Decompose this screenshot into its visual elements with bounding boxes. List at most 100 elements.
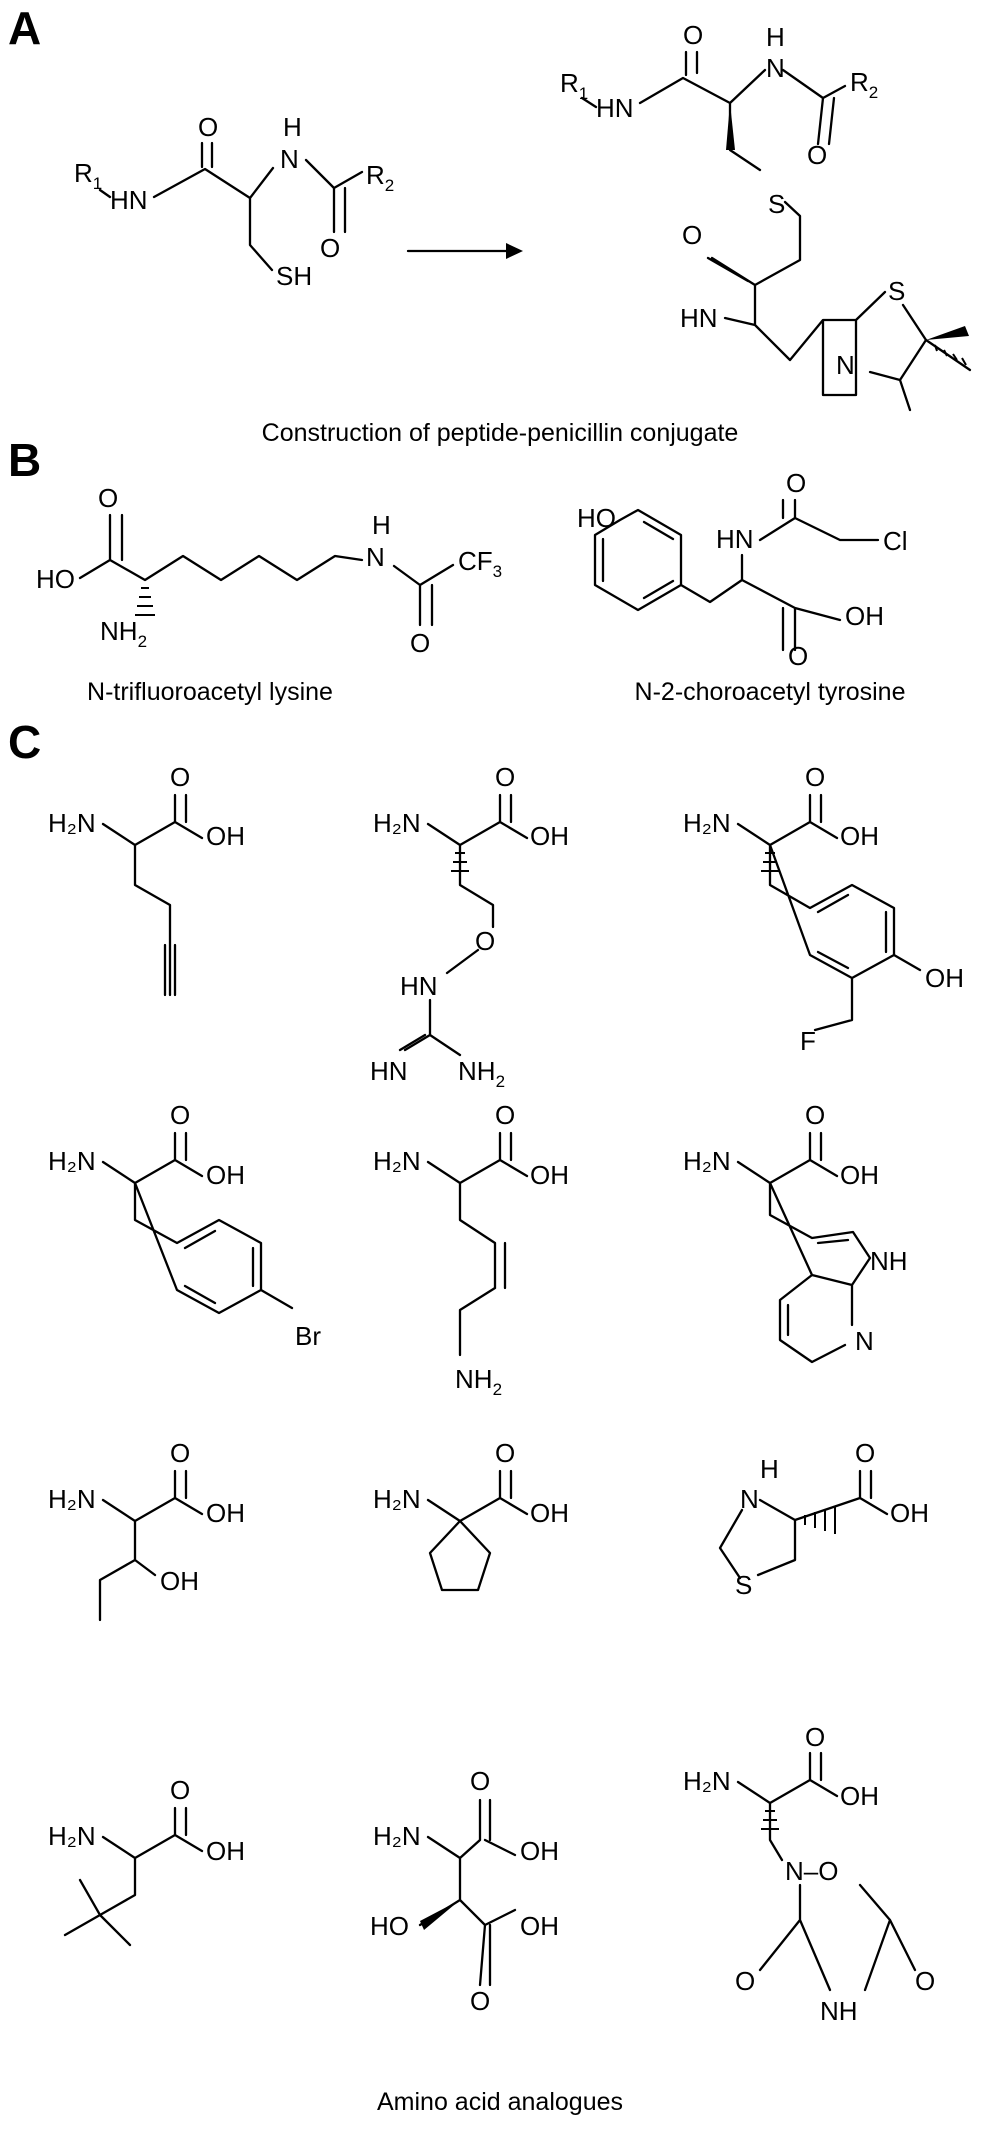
trifluoroacetyl-lysine-structure: O HO NH2 H N CF3 O: [36, 483, 502, 658]
analogue-10: H₂N O OH: [48, 1775, 245, 1947]
m4-br-label: Br: [295, 1321, 321, 1351]
reactant-hn-label: HN: [110, 185, 148, 215]
m12-oh-label: OH: [840, 1781, 879, 1811]
product-r2-label: R2: [850, 67, 878, 102]
analogue-2: H₂N O OH O HN HN NH2: [370, 762, 569, 1091]
m2-o-ether-label: O: [475, 926, 495, 956]
m11-o2-label: O: [470, 1986, 490, 2016]
analogue-12: H₂N O OH N–O O O NH: [683, 1722, 935, 2026]
analogue-11: H₂N O OH HO O OH: [370, 1766, 559, 2016]
tyr-oh-label: OH: [845, 601, 884, 631]
m1-oh-label: OH: [206, 821, 245, 851]
m1-o-label: O: [170, 762, 190, 792]
m8-oh-label: OH: [530, 1498, 569, 1528]
m2-oh-label: OH: [530, 821, 569, 851]
product-o-top-label: O: [683, 20, 703, 50]
tyr-ho-label: HO: [577, 503, 616, 533]
m12-n-o-label: N–O: [785, 1856, 838, 1886]
m10-oh-label: OH: [206, 1836, 245, 1866]
panel-c: C H₂N O OH H₂N O OH O HN HN NH2 H₂N O OH…: [8, 716, 964, 2116]
reactant-n-label: N: [280, 144, 299, 174]
m6-o-label: O: [805, 1100, 825, 1130]
product-nh-h-label: H: [766, 22, 785, 52]
m9-o-label: O: [855, 1438, 875, 1468]
product-n-label: N: [766, 53, 785, 83]
m10-o-label: O: [170, 1775, 190, 1805]
m11-oh2-label: OH: [520, 1911, 559, 1941]
product-ring-n-label: N: [836, 350, 855, 380]
reactant-sh-label: SH: [276, 261, 312, 291]
m3-oh-ring-label: OH: [925, 963, 964, 993]
reactant-o-top-label: O: [198, 112, 218, 142]
m5-nh2-label: NH2: [455, 1364, 502, 1399]
m12-o-right-label: O: [915, 1966, 935, 1996]
product-stereo-wedge: [726, 103, 735, 150]
m8-o-label: O: [495, 1438, 515, 1468]
m11-wedge: [420, 1900, 460, 1930]
analogue-3: H₂N O OH OH F: [683, 762, 964, 1056]
m5-oh-label: OH: [530, 1160, 569, 1190]
product-thioether-s-label: S: [768, 189, 785, 219]
m10-h2n-label: H₂N: [48, 1821, 96, 1851]
analogue-1: H₂N O OH: [48, 762, 245, 997]
m11-o-label: O: [470, 1766, 490, 1796]
product-r1-label: R1: [560, 68, 588, 103]
lysine-caption: N-trifluoroacetyl lysine: [87, 678, 333, 706]
product-hn-label: HN: [596, 93, 634, 123]
m1-h2n-label: H₂N: [48, 808, 96, 838]
m7-h2n-label: H₂N: [48, 1484, 96, 1514]
m4-oh-label: OH: [206, 1160, 245, 1190]
m9-oh-label: OH: [890, 1498, 929, 1528]
m2-stereo-hash: [451, 852, 469, 872]
m9-stereo-hash: [804, 1506, 836, 1534]
tyrosine-caption: N-2-choroacetyl tyrosine: [635, 678, 906, 706]
m3-stereo-hash: [761, 852, 779, 872]
m3-f-label: F: [800, 1026, 816, 1056]
reactant-nh-h-label: H: [283, 112, 302, 142]
m6-nh-label: NH: [870, 1246, 908, 1276]
m6-h2n-label: H₂N: [683, 1146, 731, 1176]
m2-h2n-label: H₂N: [373, 808, 421, 838]
reactant-o-bottom-label: O: [320, 233, 340, 263]
tyr-o-acid-label: O: [788, 641, 808, 671]
tyr-cl-label: Cl: [883, 526, 908, 556]
m3-h2n-label: H₂N: [683, 808, 731, 838]
lys-nh-h-label: H: [372, 510, 391, 540]
m12-nh-label: NH: [820, 1996, 858, 2026]
m11-oh-label: OH: [520, 1836, 559, 1866]
analogue-4: H₂N O OH Br: [48, 1100, 321, 1351]
lys-n-label: N: [366, 542, 385, 572]
m2-nh2-label: NH2: [458, 1056, 505, 1091]
m12-h2n-label: H₂N: [683, 1766, 731, 1796]
lys-ho-label: HO: [36, 564, 75, 594]
lys-cf3-label: CF3: [458, 546, 502, 581]
m8-h2n-label: H₂N: [373, 1484, 421, 1514]
product-ring-s-label: S: [888, 276, 905, 306]
m5-o-label: O: [495, 1100, 515, 1130]
product-o-right-label: O: [807, 140, 827, 170]
reaction-arrowhead: [506, 243, 523, 259]
product-amide-o-label: O: [682, 220, 702, 250]
m12-stereo-hash: [761, 1810, 779, 1830]
tyr-hn-label: HN: [716, 524, 754, 554]
product-amide-hn-label: HN: [680, 303, 718, 333]
panel-b: B O HO NH2 H N CF3 O N-trifluoroacetyl l…: [8, 434, 908, 706]
analogue-8: H₂N O OH: [373, 1438, 569, 1592]
reactant-r1-label: R1: [74, 158, 102, 193]
m7-oh-side-label: OH: [160, 1566, 199, 1596]
m4-h2n-label: H₂N: [48, 1146, 96, 1176]
m12-o-left-label: O: [735, 1966, 755, 1996]
reactant-structure: R1 HN O H N R2 O SH: [74, 112, 394, 291]
product-structure: R1 HN O H N R2 O S O HN S N: [560, 20, 972, 412]
product-methyl-wedge-1: [926, 326, 969, 340]
panel-a: A R1 HN O H N R2 O SH R1 HN O H N R2 O S…: [8, 2, 972, 447]
lys-stereo-hash: [135, 587, 155, 616]
m4-o-label: O: [170, 1100, 190, 1130]
analogue-7: H₂N O OH OH: [48, 1438, 245, 1622]
m5-h2n-label: H₂N: [373, 1146, 421, 1176]
lys-o-top-label: O: [98, 483, 118, 513]
panel-a-caption: Construction of peptide-penicillin conju…: [262, 419, 739, 447]
m3-oh-label: OH: [840, 821, 879, 851]
m2-o-label: O: [495, 762, 515, 792]
